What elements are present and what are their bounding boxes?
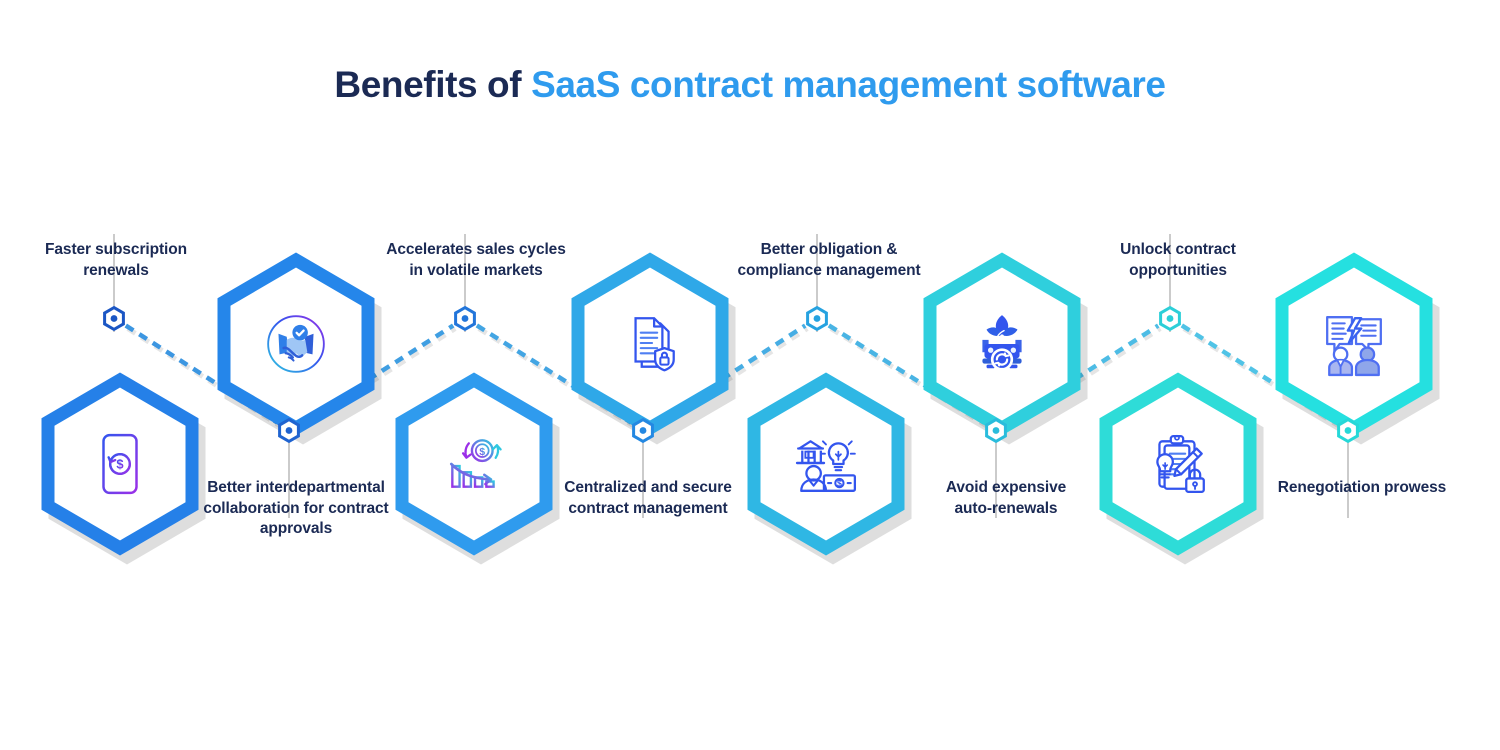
svg-text:$: $ xyxy=(479,447,485,458)
caption-centralized-secure-contract-management: Centralized and secure contract manageme… xyxy=(564,479,732,517)
svg-text:$: $ xyxy=(837,479,842,489)
caption-unlock-contract-opportunities: Unlock contract opportunities xyxy=(1120,241,1236,279)
caption-accelerates-sales-cycles: Accelerates sales cycles in volatile mar… xyxy=(386,241,566,279)
marker-unlock-contract-opportunities[interactable] xyxy=(1159,305,1181,332)
hexagon-centralized-secure-contract-management[interactable] xyxy=(571,252,736,445)
clipboard-pencil-lightbulb-lock-icon xyxy=(1102,376,1254,552)
bank-lightbulb-person-money-icon: $ xyxy=(750,376,902,552)
hexagon-better-obligation-compliance[interactable]: $ xyxy=(747,372,912,565)
caption-faster-subscription-renewals: Faster subscription renewals xyxy=(45,241,187,279)
marker-better-interdepartmental-collaboration[interactable] xyxy=(278,417,300,444)
page-title: Benefits of SaaS contract management sof… xyxy=(0,64,1500,106)
negotiation-speech-bubbles-icon xyxy=(1278,256,1430,432)
marker-faster-subscription-renewals[interactable] xyxy=(103,305,125,332)
marker-renegotiation-prowess[interactable] xyxy=(1337,417,1359,444)
caption-better-interdepartmental-collaboration: Better interdepartmental collaboration f… xyxy=(203,479,389,538)
marker-centralized-secure-contract-management[interactable] xyxy=(632,417,654,444)
hexagon-better-interdepartmental-collaboration[interactable] xyxy=(217,252,382,445)
marker-avoid-expensive-auto-renewals[interactable] xyxy=(985,417,1007,444)
hexagon-faster-subscription-renewals[interactable]: $ xyxy=(41,372,206,565)
svg-text:$: $ xyxy=(116,457,123,472)
caption-better-obligation-compliance: Better obligation & compliance managemen… xyxy=(737,241,921,279)
caption-avoid-expensive-auto-renewals: Avoid expensive auto-renewals xyxy=(945,479,1067,517)
page-title-lead: Benefits of xyxy=(334,64,532,105)
hexagon-unlock-contract-opportunities[interactable] xyxy=(1099,372,1264,565)
declining-bar-chart-dollar-icon: $ xyxy=(398,376,550,552)
hexagon-renegotiation-prowess[interactable] xyxy=(1275,252,1440,445)
phone-refresh-dollar-icon: $ xyxy=(44,376,196,552)
page-title-accent: SaaS contract management software xyxy=(531,64,1166,105)
eco-car-renewal-icon xyxy=(926,256,1078,432)
handshake-check-icon xyxy=(220,256,372,432)
marker-better-obligation-compliance[interactable] xyxy=(806,305,828,332)
documents-shield-lock-icon xyxy=(574,256,726,432)
caption-renegotiation-prowess: Renegotiation prowess xyxy=(1277,479,1447,496)
hexagon-accelerates-sales-cycles[interactable]: $ xyxy=(395,372,560,565)
marker-accelerates-sales-cycles[interactable] xyxy=(454,305,476,332)
hexagon-avoid-expensive-auto-renewals[interactable] xyxy=(923,252,1088,445)
